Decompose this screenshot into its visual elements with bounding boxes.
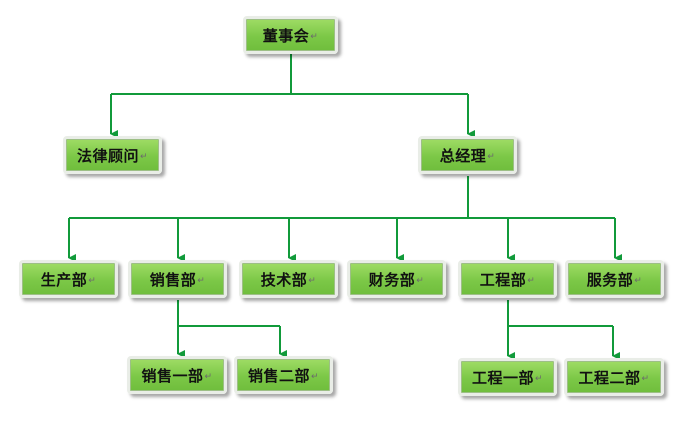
node-board: 董事会↵ — [243, 16, 338, 54]
node-eng1-label: 工程一部 — [471, 368, 534, 387]
node-board-label: 董事会 — [262, 26, 310, 45]
node-legal-label: 法律顾问 — [76, 146, 139, 165]
node-engineering: 工程部↵ — [458, 260, 557, 298]
node-sales1-label: 销售一部 — [141, 366, 204, 385]
paragraph-mark-icon: ↵ — [204, 372, 213, 382]
paragraph-mark-icon: ↵ — [197, 276, 206, 286]
node-production-label: 生产部 — [40, 270, 88, 289]
paragraph-mark-icon: ↵ — [634, 276, 643, 286]
node-finance-label: 财务部 — [368, 270, 416, 289]
node-tech: 技术部↵ — [239, 260, 338, 298]
node-sales2: 销售二部↵ — [234, 356, 333, 394]
paragraph-mark-icon: ↵ — [641, 374, 650, 384]
paragraph-mark-icon: ↵ — [88, 276, 97, 286]
paragraph-mark-icon: ↵ — [139, 152, 149, 162]
node-service: 服务部↵ — [565, 260, 664, 298]
node-engineering-label: 工程部 — [479, 270, 527, 289]
node-sales-label: 销售部 — [149, 270, 197, 289]
paragraph-mark-icon: ↵ — [487, 152, 496, 162]
node-tech-label: 技术部 — [260, 270, 308, 289]
paragraph-mark-icon: ↵ — [527, 276, 536, 286]
node-production: 生产部↵ — [19, 260, 118, 298]
node-finance: 财务部↵ — [347, 260, 446, 298]
node-sales1: 销售一部↵ — [127, 356, 227, 394]
paragraph-mark-icon: ↵ — [310, 372, 320, 382]
node-gm-label: 总经理 — [439, 146, 487, 165]
node-eng1: 工程一部↵ — [458, 358, 557, 396]
node-gm: 总经理↵ — [418, 136, 517, 174]
node-legal: 法律顾问↵ — [63, 136, 162, 174]
node-service-label: 服务部 — [586, 270, 634, 289]
node-eng2-label: 工程二部 — [578, 368, 641, 387]
node-sales: 销售部↵ — [128, 260, 227, 298]
node-sales2-label: 销售二部 — [247, 366, 310, 385]
paragraph-mark-icon: ↵ — [534, 374, 544, 384]
paragraph-mark-icon: ↵ — [308, 276, 317, 286]
paragraph-mark-icon: ↵ — [416, 276, 425, 286]
paragraph-mark-icon: ↵ — [310, 32, 319, 42]
node-eng2: 工程二部↵ — [564, 358, 664, 396]
